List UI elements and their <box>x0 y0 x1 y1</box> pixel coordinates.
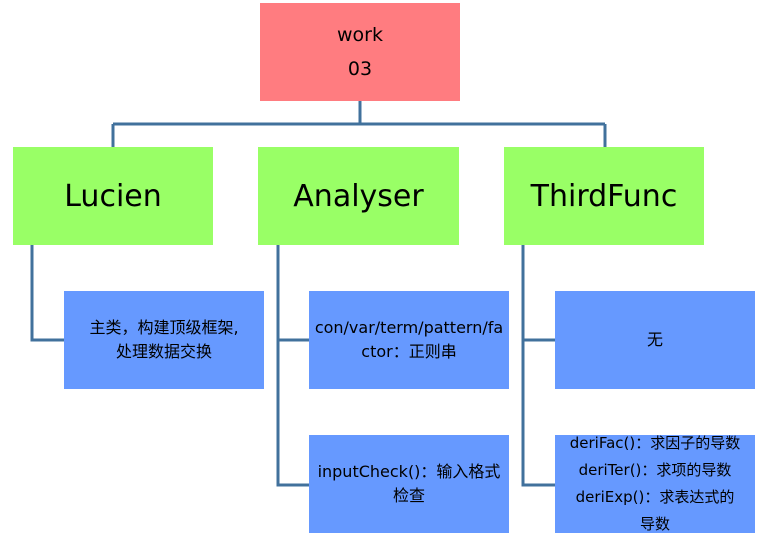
module-label: Lucien <box>64 178 162 214</box>
desc-node-analyser-regex: con/var/term/pattern/fa ctor：正则串 <box>309 291 509 389</box>
desc-line: deriTer()：求项的导数 <box>578 461 732 479</box>
desc-node-lucien: 主类，构建顶级框架, 处理数据交换 <box>64 291 264 389</box>
desc-line: 无 <box>646 330 663 349</box>
desc-line: 处理数据交换 <box>115 342 212 361</box>
module-node-thirdfunc: ThirdFunc <box>504 147 704 245</box>
module-label: Analyser <box>293 178 424 214</box>
desc-line: 检查 <box>392 486 425 505</box>
root-node-work03: work 03 <box>260 3 460 101</box>
desc-node-analyser-input: inputCheck()：输入格式 检查 <box>309 435 509 533</box>
module-label: ThirdFunc <box>530 178 678 214</box>
desc-line: ctor：正则串 <box>361 342 457 361</box>
module-node-analyser: Analyser <box>258 147 459 245</box>
root-label-line1: work <box>337 24 383 46</box>
desc-node-thirdfunc-none: 无 <box>555 291 755 389</box>
desc-line: deriExp()：求表达式的 <box>575 488 735 506</box>
desc-line: 主类，构建顶级框架, <box>89 318 239 337</box>
desc-line: con/var/term/pattern/fa <box>314 318 504 337</box>
module-node-lucien: Lucien <box>13 147 213 245</box>
desc-line: 导数 <box>639 515 670 533</box>
desc-line: inputCheck()：输入格式 <box>317 462 501 481</box>
root-label-line2: 03 <box>347 58 373 80</box>
desc-node-thirdfunc-deriv: deriFac()：求因子的导数 deriTer()：求项的导数 deriExp… <box>555 434 755 533</box>
desc-line: deriFac()：求因子的导数 <box>569 434 741 452</box>
